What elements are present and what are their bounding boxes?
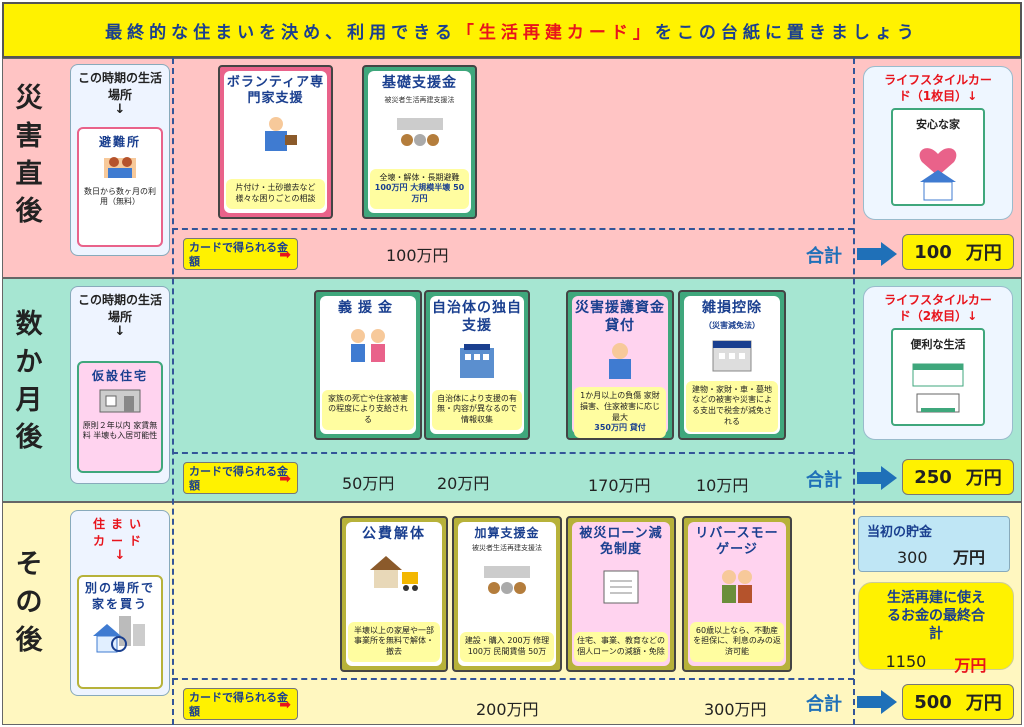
- amount-label-s2: カードで得られる金額➡: [183, 462, 298, 494]
- amount-disaster-loan: 170万円: [588, 476, 651, 495]
- card-volunteer-support[interactable]: ボランティア専門家支援 片付け・土砂撤去など様々な困りごとの相談: [218, 65, 333, 219]
- period-label-immediate: 災害直後: [15, 83, 43, 228]
- temporary-housing-icon: [99, 389, 141, 413]
- card-local-govt-support[interactable]: 自治体の独自支援 自治体により支援の有無・内容が異なるので情報収集: [424, 290, 530, 440]
- volunteer-worker-icon: [246, 114, 306, 158]
- place-panel-3: 住まいカード ↓ 別の場所で家を買う: [70, 510, 170, 696]
- guide-line-s1: [172, 228, 854, 230]
- shelter-family-icon: [104, 157, 136, 178]
- period-label-after: その後: [15, 549, 43, 656]
- amount-reverse-mortgage: 300万円: [704, 700, 767, 719]
- page-header: 最終的な住まいを決め、利用できる「生活再建カード」をこの台紙に置きましょう: [2, 2, 1022, 58]
- lifestyle-panel-2: ライフスタイルカード（2枚目）↓ 便利な生活: [863, 286, 1013, 440]
- lifestyle-card-convenient-life[interactable]: 便利な生活: [891, 328, 985, 427]
- place-panel-2: この時期の生活場所 ↓ 仮設住宅 原則２年以内 家賃無料 半壊も入居可能性: [70, 286, 170, 484]
- tax-office-icon: [702, 337, 762, 375]
- arrow-right-icon: [857, 466, 897, 490]
- arrow-right-icon: [857, 690, 897, 714]
- card-additional-support-grant[interactable]: 加算支援金 被災者生活再建支援法 建設・購入 200万 修理 100万 民間賃借…: [452, 516, 562, 672]
- guide-line-s3: [172, 678, 854, 680]
- city-hall-icon: [447, 341, 507, 384]
- amount-local-govt: 20万円: [437, 474, 490, 493]
- amount-volunteer-grant: 100万円: [386, 246, 449, 265]
- place-panel-1: この時期の生活場所 ↓ 避難所 数日から数ヶ月の利用（無料）: [70, 64, 170, 256]
- elderly-couple-icon: [707, 565, 767, 609]
- guide-line-s2: [172, 452, 854, 454]
- demolition-house-icon: [364, 550, 424, 594]
- total-label-s3: 合計: [806, 694, 842, 715]
- donation-kids-icon: [338, 324, 398, 368]
- money-icon: [390, 111, 450, 155]
- period-label-months: 数か月後: [15, 309, 43, 454]
- amount-donation: 50万円: [342, 474, 395, 493]
- amount-label-s3: カードで得られる金額➡: [183, 688, 298, 720]
- house-search-icon: [93, 616, 145, 653]
- total-label-s1: 合計: [806, 246, 842, 267]
- staff-icon: [590, 341, 650, 381]
- place-card-buy-house[interactable]: 別の場所で家を買う: [77, 575, 163, 689]
- card-donation[interactable]: 義援金 家族の死亡や住家被害の程度により支給される: [314, 290, 422, 440]
- lifestyle-card-safe-house[interactable]: 安心な家: [891, 108, 985, 207]
- header-text: 最終的な住まいを決め、利用できる: [105, 22, 457, 43]
- store-station-icon: [912, 363, 964, 413]
- place-card-shelter[interactable]: 避難所 数日から数ヶ月の利用（無料）: [77, 127, 163, 247]
- header-highlight: 「生活再建カード」: [456, 22, 655, 43]
- amount-label-s1: カードで得られる金額➡: [183, 238, 298, 270]
- amount-additional-grant: 200万円: [476, 700, 539, 719]
- exemption-document-icon: [591, 565, 651, 609]
- safe-house-icon: [919, 148, 957, 201]
- guide-line-right: [853, 58, 855, 725]
- card-reverse-mortgage[interactable]: リバースモーゲージ 60歳以上なら、不動産を担保に、利息のみの返済可能: [682, 516, 792, 672]
- card-casualty-deduction[interactable]: 雑損控除 （災害減免法） 建物・家財・車・墓地などの被害や災害による支出で税金が…: [678, 290, 786, 440]
- initial-savings-box: 当初の貯金 300 万円: [858, 516, 1010, 572]
- total-label-s2: 合計: [806, 470, 842, 491]
- amount-casualty-deduction: 10万円: [696, 476, 749, 495]
- lifestyle-panel-1: ライフスタイルカード（1枚目）↓ 安心な家: [863, 66, 1013, 220]
- header-text-end: をこの台紙に置きましょう: [654, 22, 919, 43]
- place-card-temporary-housing[interactable]: 仮設住宅 原則２年以内 家賃無料 半壊も入居可能性: [77, 361, 163, 473]
- guide-line-left: [172, 58, 174, 725]
- money-icon-2: [477, 559, 537, 603]
- arrow-right-icon: [857, 242, 897, 266]
- card-loan-reduction[interactable]: 被災ローン減免制度 住宅、事業、教育などの個人ローンの減額・免除: [566, 516, 676, 672]
- card-public-demolition[interactable]: 公費解体 半壊以上の家屋や一部事業所を無料で解体・撤去: [340, 516, 448, 672]
